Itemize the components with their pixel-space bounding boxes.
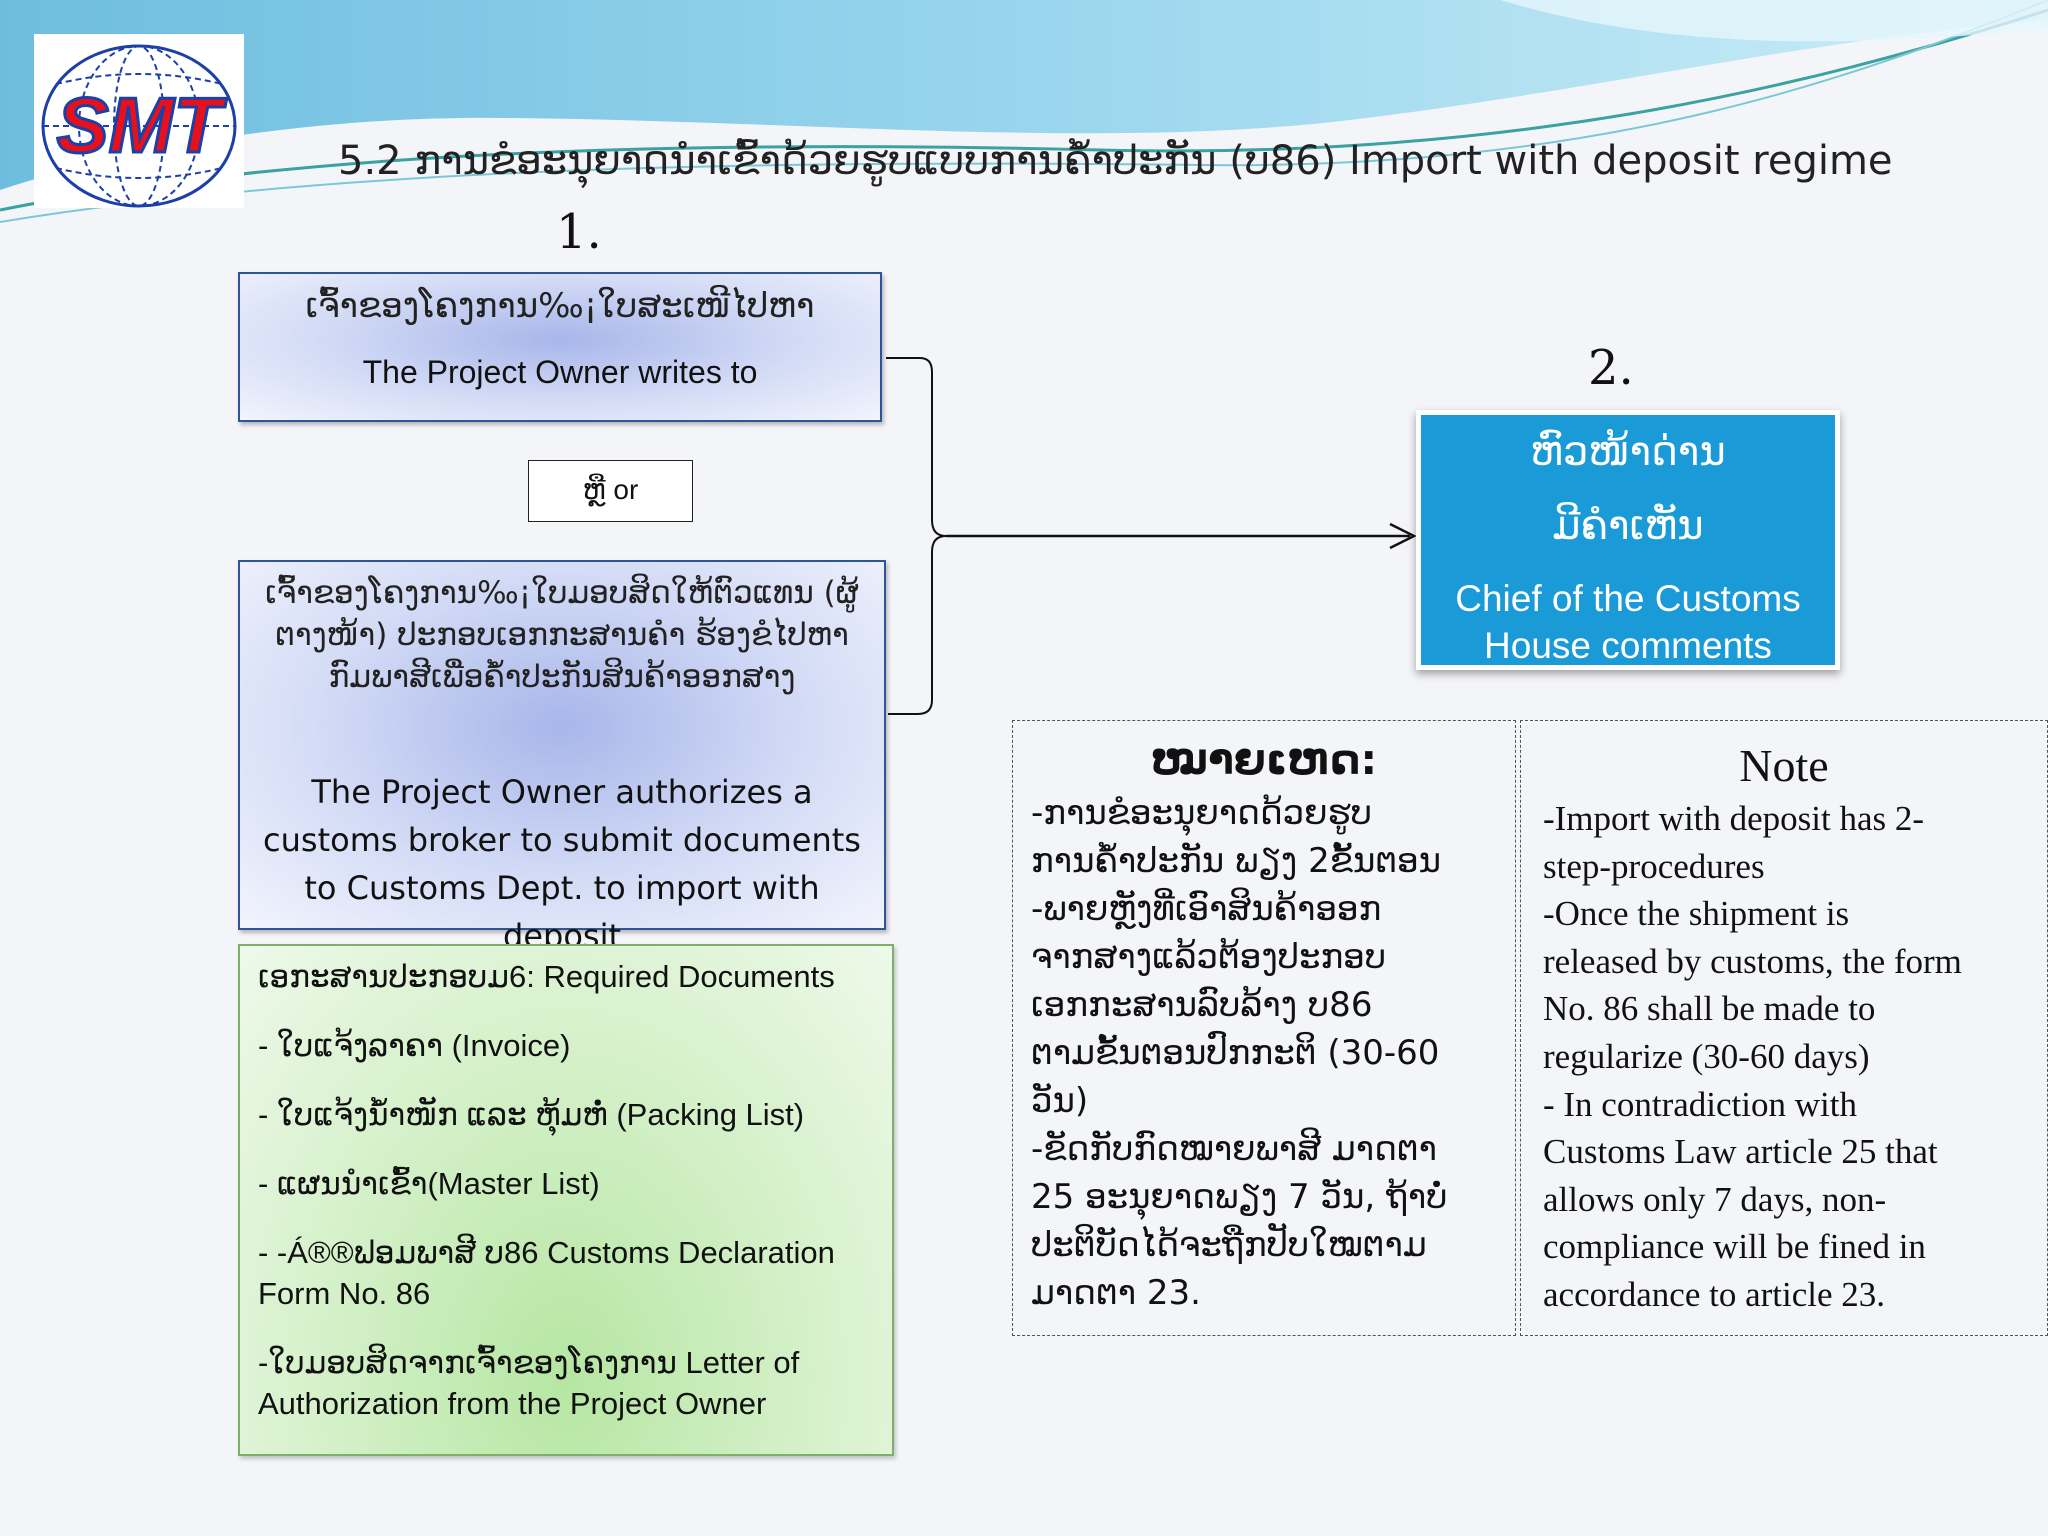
note-lao-line: ມາດຕາ 23. [1031, 1273, 1201, 1313]
note-en-line: -Import with deposit has 2- [1543, 799, 1925, 838]
note-en-line: Customs Law article 25 that [1543, 1132, 1938, 1172]
slide-title: 5.2 ການຂໍອະນຸຍາດນຳເຂົ້າດ້ວຍຮູບແບບການຄ້ຳປ… [338, 138, 1893, 184]
note-en-line: accordance to article 23. [1543, 1274, 1886, 1314]
note-en-line: compliance will be fined in [1543, 1227, 1926, 1267]
note-en-box: Note -Import with deposit has 2- step-pr… [1520, 720, 2048, 1336]
authorize-en-text: The Project Owner authorizes a customs b… [263, 773, 861, 955]
header-wave-decoration [0, 0, 2048, 223]
writes-en-text: The Project Owner writes to [362, 354, 758, 390]
note-lao-line: ຈາກສາງແລ້ວຕ້ອງປະກອບ [1031, 937, 1387, 977]
note-en-line: step-procedures [1543, 846, 1765, 886]
note-en-line: No. 86 shall be made to [1543, 989, 1876, 1029]
customs-chief-box: ຫົວໜ້າດ່ານ ມີຄຳເຫັນ Chief of the Customs… [1416, 410, 1840, 670]
note-lao-line: -ຂັດກັບກົດໝາຍພາສີ ມາດຕາ [1031, 1129, 1438, 1169]
note-lao-line: ວັນ) [1031, 1081, 1089, 1121]
doc-item-invoice: - ໃບແຈ້ງລາຄາ (Invoice) [258, 1028, 571, 1063]
doc-item-authorization-letter: -ໃບມອບສິດຈາກເຈົ້າຂອງໂຄງການ Letter of Aut… [258, 1345, 800, 1421]
note-en-line: -Once the shipment is [1543, 894, 1850, 934]
note-lao-line: ປະຕິບັດໄດ້ຈະຖືກປັບໃໝຕາມ [1031, 1225, 1427, 1265]
required-documents-box [238, 944, 894, 1456]
note-lao-line: 25 ອະນຸຍາດພຽງ 7 ວັນ, ຖ້າບໍ່ [1031, 1177, 1448, 1217]
note-en-line: regularize (30-60 days) [1543, 1036, 1870, 1076]
customs-en-text: Chief of the Customs House comments [1455, 578, 1801, 666]
project-owner-writes-box: ເຈົ້າຂອງໂຄງການ‰¡ໃບສະເໜີໄປຫາ The Project … [238, 272, 882, 422]
customs-lao-line1: ຫົວໜ້າດ່ານ [1530, 429, 1726, 475]
required-documents-header: ເອກະສານປະກອບມ6: Required Documents [258, 959, 835, 994]
note-lao-line: -ການຂໍອະນຸຍາດດ້ວຍຮູບ [1031, 793, 1373, 833]
doc-item-form-86: - -Á®®ຟອມພາສີ ບ86 Customs Declaration Fo… [258, 1235, 835, 1311]
writes-lao-text: ເຈົ້າຂອງໂຄງການ‰¡ໃບສະເໜີໄປຫາ [305, 286, 815, 326]
note-lao-heading: ໝາຍເຫດ: [1150, 735, 1378, 784]
doc-item-master-list: - ແຜນນຳເຂົ້າ(Master List) [258, 1166, 600, 1201]
note-en-line: released by customs, the form [1543, 941, 1962, 981]
or-box: ຫຼື or [528, 460, 693, 522]
doc-item-packing-list: - ໃບແຈ້ງນ້ຳໜັກ ແລະ ຫຸ້ມຫໍ່ (Packing List… [258, 1097, 805, 1132]
note-en-line: allows only 7 days, non- [1543, 1179, 1887, 1219]
customs-lao-line2: ມີຄຳເຫັນ [1552, 503, 1704, 549]
note-lao-box: ໝາຍເຫດ: -ການຂໍອະນຸຍາດດ້ວຍຮູບ ການຄ້ຳປະກັນ… [1012, 720, 1516, 1336]
svg-text:SMT: SMT [57, 81, 228, 169]
note-en-body: -Import with deposit has 2- step-procedu… [1543, 795, 1962, 1319]
note-lao-line: ຕາມຂັ້ນຕອນປົກກະຕິ (30-60 [1031, 1033, 1440, 1073]
authorize-lao-text: ເຈົ້າຂອງໂຄງການ‰¡ໃບມອບສິດໃຫ້ຕົວແທນ (ຜູ້ຕາ… [265, 575, 859, 695]
note-en-heading: Note [1739, 740, 1829, 791]
step-number-2: 2. [1588, 340, 1634, 396]
step-number-1: 1. [556, 204, 602, 260]
required-documents-list: ເອກະສານປະກອບມ6: Required Documents - ໃບແ… [258, 956, 858, 1424]
note-lao-body: -ການຂໍອະນຸຍາດດ້ວຍຮູບ ການຄ້ຳປະກັນ ພຽງ 2ຂັ… [1031, 789, 1448, 1317]
smt-logo: SMT [34, 34, 244, 208]
project-owner-authorizes-box: ເຈົ້າຂອງໂຄງການ‰¡ໃບມອບສິດໃຫ້ຕົວແທນ (ຜູ້ຕາ… [238, 560, 886, 955]
note-lao-line: ເອກກະສານລົບລ້າງ ບ86 [1031, 985, 1373, 1025]
note-lao-line: -ພາຍຫຼັງທີ່ເອົາສິນຄ້າອອກ [1031, 889, 1382, 929]
note-lao-line: ການຄ້ຳປະກັນ ພຽງ 2ຂັ້ນຕອນ [1031, 841, 1442, 881]
note-en-line: - In contradiction with [1543, 1084, 1857, 1124]
